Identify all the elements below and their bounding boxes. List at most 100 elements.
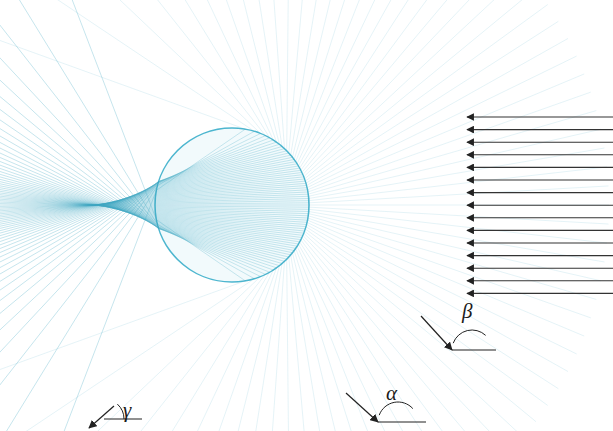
incident-ray bbox=[467, 255, 613, 256]
light-ray bbox=[263, 261, 284, 431]
light-ray bbox=[308, 111, 596, 195]
light-ray bbox=[0, 0, 159, 229]
light-ray bbox=[287, 259, 290, 431]
light-ray bbox=[287, 0, 290, 151]
light-ray bbox=[0, 281, 245, 383]
light-ray bbox=[294, 0, 384, 159]
light-ray bbox=[207, 0, 280, 144]
light-ray bbox=[0, 86, 157, 223]
light-ray bbox=[155, 206, 309, 207]
light-ray bbox=[43, 0, 261, 133]
direction-arrow bbox=[89, 406, 114, 428]
light-ray bbox=[155, 205, 309, 206]
light-ray bbox=[306, 227, 558, 389]
light-ray bbox=[0, 182, 159, 431]
light-ray bbox=[309, 186, 609, 203]
light-ray bbox=[306, 225, 568, 372]
light-ray bbox=[300, 0, 463, 168]
light-ray bbox=[289, 257, 315, 431]
light-ray bbox=[6, 0, 156, 220]
light-ray bbox=[157, 221, 300, 242]
light-ray bbox=[5, 279, 254, 431]
light-ray bbox=[308, 216, 596, 300]
incident-ray bbox=[467, 242, 613, 243]
light-ray bbox=[155, 201, 309, 203]
incident-ray bbox=[467, 167, 613, 168]
light-ray bbox=[296, 248, 406, 431]
light-ray bbox=[0, 0, 159, 228]
light-ray bbox=[0, 69, 157, 225]
incident-ray bbox=[467, 179, 613, 180]
incident-ray bbox=[467, 230, 613, 231]
angle-label: γ bbox=[123, 400, 131, 421]
light-ray bbox=[236, 0, 282, 146]
light-ray bbox=[146, 0, 274, 140]
light-ray bbox=[156, 217, 305, 231]
light-ray bbox=[0, 181, 159, 431]
light-ray bbox=[158, 228, 284, 262]
light-ray bbox=[0, 93, 157, 221]
light-ray bbox=[156, 220, 245, 281]
light-ray bbox=[304, 0, 524, 177]
light-ray bbox=[301, 240, 479, 431]
light-ray bbox=[0, 40, 158, 227]
direction-arrow bbox=[421, 316, 452, 350]
light-ray bbox=[159, 144, 280, 181]
light-ray bbox=[0, 0, 159, 229]
light-ray bbox=[158, 226, 289, 257]
incident-ray bbox=[467, 192, 613, 193]
light-ray bbox=[157, 170, 301, 190]
light-ray bbox=[306, 21, 558, 183]
light-ray bbox=[157, 168, 300, 189]
light-ray bbox=[309, 148, 605, 198]
incident-ray bbox=[467, 116, 613, 117]
light-ray bbox=[158, 227, 287, 259]
incident-ray bbox=[467, 280, 613, 281]
direction-arrow bbox=[346, 393, 378, 422]
light-ray bbox=[309, 209, 607, 243]
light-ray bbox=[79, 0, 266, 136]
light-ray bbox=[0, 0, 158, 225]
light-ray bbox=[158, 225, 255, 279]
light-ray bbox=[0, 0, 158, 227]
incident-beam bbox=[467, 117, 613, 293]
light-ray bbox=[304, 233, 524, 431]
light-ray bbox=[79, 274, 266, 431]
incident-ray bbox=[467, 142, 613, 143]
incident-ray bbox=[467, 205, 613, 206]
light-ray bbox=[155, 192, 308, 199]
angle-label: β bbox=[462, 301, 472, 322]
light-ray bbox=[309, 129, 601, 196]
incident-ray bbox=[467, 293, 613, 294]
incident-ray bbox=[467, 129, 613, 130]
incident-ray bbox=[467, 268, 613, 269]
incident-ray bbox=[467, 154, 613, 155]
light-ray bbox=[309, 207, 609, 224]
light-ray bbox=[309, 167, 607, 201]
light-ray bbox=[155, 207, 309, 209]
light-ray bbox=[0, 17, 158, 227]
light-ray bbox=[263, 0, 284, 149]
light-ray bbox=[291, 255, 340, 431]
angle-label: α bbox=[386, 383, 397, 404]
light-ray bbox=[157, 224, 294, 250]
light-ray bbox=[0, 50, 158, 226]
light-ray bbox=[302, 238, 495, 431]
light-ray bbox=[307, 74, 584, 190]
light-ray bbox=[307, 222, 577, 354]
light-ray bbox=[159, 228, 283, 264]
light-ray bbox=[158, 225, 293, 253]
light-ray bbox=[303, 235, 510, 431]
light-ray bbox=[155, 203, 309, 204]
light-ray bbox=[300, 242, 463, 431]
light-ray bbox=[5, 0, 254, 131]
light-ray bbox=[0, 27, 245, 129]
light-ray bbox=[301, 0, 479, 170]
light-ray bbox=[177, 0, 277, 142]
light-ray bbox=[292, 0, 362, 157]
angle-symbols bbox=[89, 316, 496, 428]
light-ray bbox=[0, 29, 158, 227]
